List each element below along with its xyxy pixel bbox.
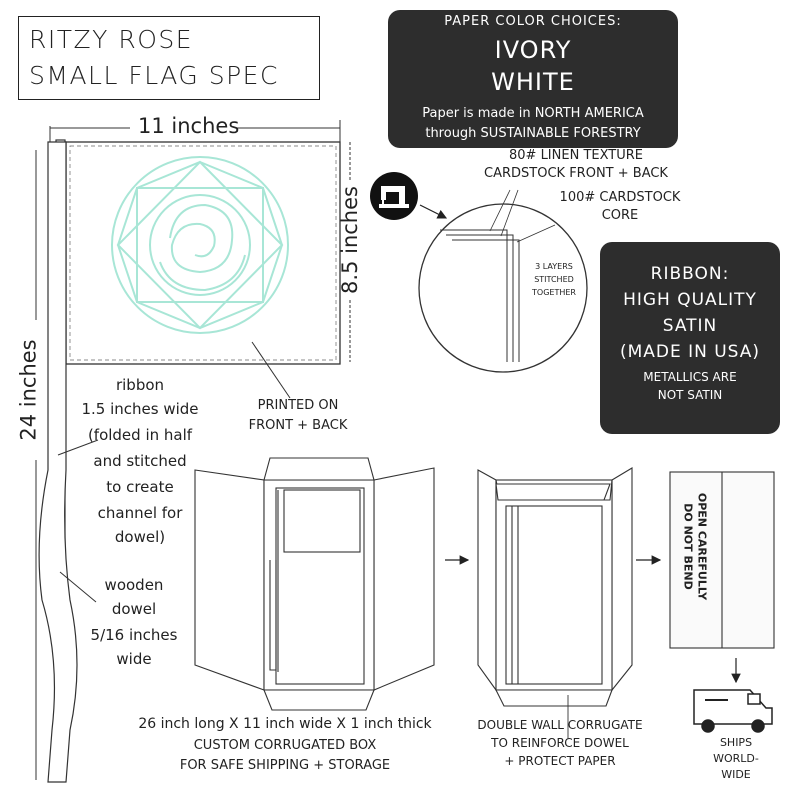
- double-wall-1: DOUBLE WALL CORRUGATE: [477, 718, 643, 732]
- dowel-note-2: dowel: [111, 600, 157, 618]
- flag-sheet: [65, 141, 341, 365]
- ribbon-line-5: METALLICS ARE: [643, 370, 737, 384]
- printed-line-2: FRONT + BACK: [248, 418, 348, 433]
- box-caption-3: FOR SAFE SHIPPING + STORAGE: [179, 758, 391, 773]
- double-wall-box: [477, 467, 633, 707]
- width-dimension-line: [49, 120, 341, 142]
- paper-note-1: Paper is made in NORTH AMERICA: [422, 106, 644, 121]
- ribbon-line-6: NOT SATIN: [657, 388, 723, 402]
- ribbon-line-4: (MADE IN USA): [619, 342, 761, 362]
- ribbon-note-5: to create: [106, 478, 174, 496]
- stitched-label-3: TOGETHER: [532, 288, 576, 297]
- double-wall-3: + PROTECT PAPER: [504, 754, 616, 768]
- closed-shipping-box: [669, 471, 775, 649]
- sewing-machine-icon: [370, 172, 418, 220]
- mail-truck-icon: [693, 689, 773, 733]
- ribbon-line-2: HIGH QUALITY: [623, 290, 757, 310]
- ribbon-note-3: (folded in half: [87, 426, 193, 444]
- linen-label-2: CARDSTOCK FRONT + BACK: [484, 166, 668, 181]
- paper-color-box: PAPER COLOR CHOICES: IVORY WHITE Paper i…: [388, 10, 678, 148]
- title-line-2: SMALL FLAG SPEC: [29, 61, 279, 90]
- paper-heading: PAPER COLOR CHOICES:: [444, 14, 622, 29]
- ships-line-3: WIDE: [721, 768, 751, 781]
- ships-line-2: WORLD-: [713, 752, 759, 765]
- paper-note-2: through SUSTAINABLE FORESTRY: [425, 126, 641, 141]
- ribbon-note-2: 1.5 inches wide: [81, 400, 199, 418]
- ribbon-info-box: RIBBON: HIGH QUALITY SATIN (MADE IN USA)…: [600, 242, 780, 434]
- ribbon-line-1: RIBBON:: [650, 264, 730, 284]
- paper-option-white: WHITE: [491, 68, 575, 96]
- rose-geometric-art: [111, 156, 289, 334]
- stamp-line-1: OPEN CAREFULLY: [695, 492, 709, 601]
- ribbon-note-6: channel for: [97, 504, 183, 522]
- stitched-label-1: 3 LAYERS: [535, 262, 573, 271]
- open-box-with-flag: [194, 457, 435, 711]
- title-box: RITZY ROSE SMALL FLAG SPEC: [18, 16, 320, 100]
- stamp-line-2: DO NOT BEND: [681, 503, 695, 590]
- dowel-note-3: 5/16 inches: [90, 626, 178, 644]
- printed-line-1: PRINTED ON: [257, 398, 339, 413]
- title-line-1: RITZY ROSE: [29, 25, 194, 54]
- core-label-1: 100# CARDSTOCK: [559, 190, 681, 205]
- dowel-note-4: wide: [116, 650, 152, 668]
- box-caption-1: 26 inch long X 11 inch wide X 1 inch thi…: [138, 716, 432, 732]
- ribbon-note-7: dowel): [114, 528, 166, 546]
- linen-label-1: 80# LINEN TEXTURE: [509, 148, 643, 163]
- dowel-note-1: wooden: [104, 576, 164, 594]
- ribbon-note-1: ribbon: [115, 376, 165, 394]
- ribbon: [38, 141, 78, 783]
- flag-height-label: 8.5 inches: [337, 186, 362, 294]
- paper-option-ivory: IVORY: [494, 36, 572, 64]
- box-caption-2: CUSTOM CORRUGATED BOX: [193, 738, 377, 753]
- arrow-to-layers: [419, 204, 448, 219]
- total-height-label: 24 inches: [16, 339, 41, 441]
- stitched-label-2: STITCHED: [534, 275, 574, 284]
- core-label-2: CORE: [601, 208, 639, 223]
- flag-width-label: 11 inches: [138, 114, 240, 138]
- ribbon-note-4: and stitched: [93, 452, 187, 470]
- layers-magnifier: [418, 189, 588, 373]
- ribbon-line-3: SATIN: [662, 316, 718, 336]
- leader-lines: [57, 341, 291, 603]
- ships-line-1: SHIPS: [719, 736, 753, 749]
- double-wall-2: TO REINFORCE DOWEL: [491, 736, 629, 750]
